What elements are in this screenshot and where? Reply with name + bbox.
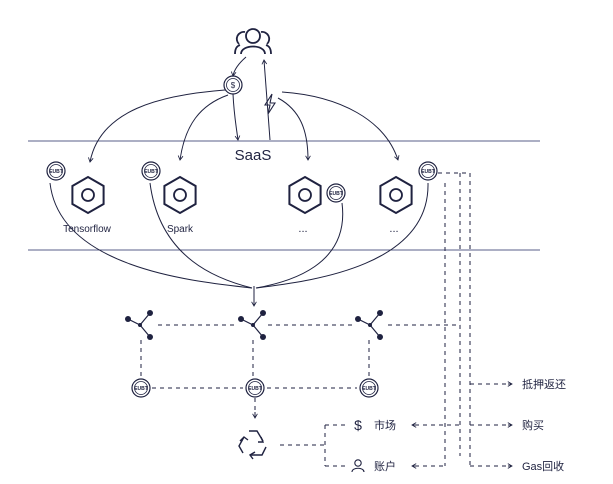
coin-icon: EUBT [46,161,66,181]
label-account: 账户 [374,459,396,473]
arrow-users-to-coin [230,56,247,77]
arrow-to-node-1 [88,89,226,163]
users-icon [234,28,272,55]
hexagon-node-icon [379,176,413,214]
dollar-icon: $ [354,417,362,433]
svg-text:EUBT: EUBT [134,386,148,392]
hexagon-node-icon [163,176,197,214]
arrow-coin-to-saas [232,93,241,141]
recycle-icon [238,430,267,460]
person-icon [351,459,365,473]
node-label-tensorflow: Tensorflow [63,224,112,235]
coin-icon: EUBT [141,161,161,181]
arrow-to-node-4 [281,91,400,161]
svg-text:EUBT: EUBT [329,191,343,197]
right-dashed-routes [280,172,510,467]
svg-text:EUBT: EUBT [421,169,435,175]
svg-text:$: $ [231,81,236,90]
hexagon-node-icon [71,176,105,214]
coin-icon: EUBT [359,378,379,398]
flow-curve-4 [255,182,429,289]
arrow-to-node-3 [277,97,311,161]
flow-curve-2 [149,182,253,289]
flow-curve-3 [255,202,344,289]
coin-icon: EUBT [326,183,346,203]
svg-text:EUBT: EUBT [362,386,376,392]
arrow-to-node-2 [177,94,229,161]
dollar-coin: $ [223,75,243,95]
svg-text:EUBT: EUBT [248,386,262,392]
hexagon-node-icon [288,176,322,214]
coin-icon: EUBT [131,378,151,398]
svg-text:EUBT: EUBT [144,169,158,175]
label-buy: 购买 [522,418,544,432]
arrow-saas-to-users [261,59,271,141]
chain-node-icon [237,309,267,341]
svg-text:EUBT: EUBT [49,169,63,175]
label-market: 市场 [374,418,396,432]
flow-curve-1 [49,182,253,289]
saas-label: SaaS [235,147,272,164]
coin-links [140,340,370,416]
label-stake-return: 抵押返还 [522,377,566,391]
chain-node-icon [354,309,384,341]
label-gas-recycle: Gas回收 [522,459,564,473]
coin-icon: EUBT [245,378,265,398]
chain-node-icon [124,309,154,341]
node-label-ellipsis-2: ... [389,223,398,235]
coin-icon: EUBT [418,161,438,181]
node-label-spark: Spark [167,224,194,235]
node-label-ellipsis-1: ... [298,223,307,235]
